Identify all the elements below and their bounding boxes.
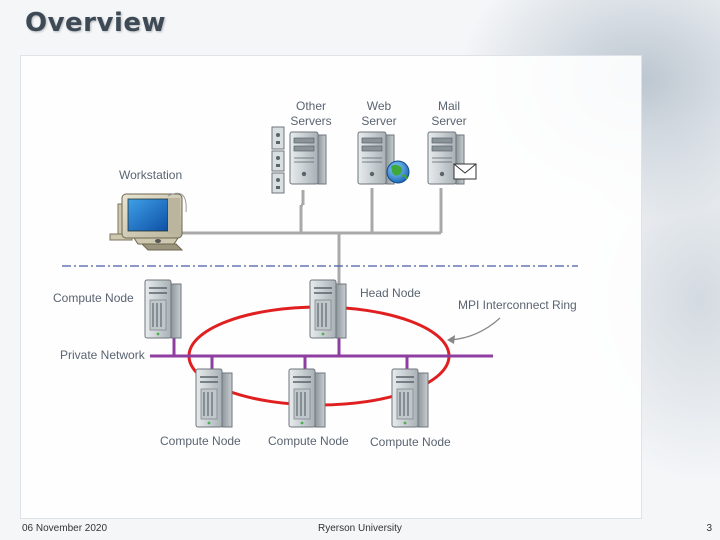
other-servers-label-line2: Servers [290,114,331,128]
compute-node-2-label: Compute Node [268,434,349,448]
private-network-label: Private Network [60,348,146,362]
arrow-head-icon [447,335,455,344]
workstation-icon [109,192,187,251]
other-servers-rack-icon [271,126,285,194]
workstation-label: Workstation [119,168,182,182]
head-node-label: Head Node [360,286,421,300]
web-server-label-line2: Server [361,114,396,128]
page-number: 3 [706,523,712,534]
compute-node-2-icon [288,368,326,428]
mail-server-label-line2: Server [431,114,466,128]
compute-node-left-label: Compute Node [53,291,134,305]
main-network-lines [158,188,443,284]
mail-server-label-line1: Mail [438,99,460,113]
web-server-label-line1: Web [367,99,392,113]
footer-date: 06 November 2020 [22,523,108,534]
footer-organization: Ryerson University [318,523,402,534]
head-node-icon [309,279,347,339]
envelope-icon [453,163,477,180]
other-servers-label-line1: Other [296,99,326,113]
mpi-ring-arrow [449,317,501,341]
mpi-ring-label: MPI Interconnect Ring [458,298,577,312]
compute-node-1-label: Compute Node [160,434,241,448]
globe-icon [386,160,410,184]
other-servers-tower-icon [289,131,327,185]
compute-node-1-icon [195,368,233,428]
slide-title: Overview [25,8,167,38]
compute-node-3-icon [391,368,429,428]
compute-node-3-label: Compute Node [370,435,451,449]
compute-node-left-icon [144,279,182,339]
